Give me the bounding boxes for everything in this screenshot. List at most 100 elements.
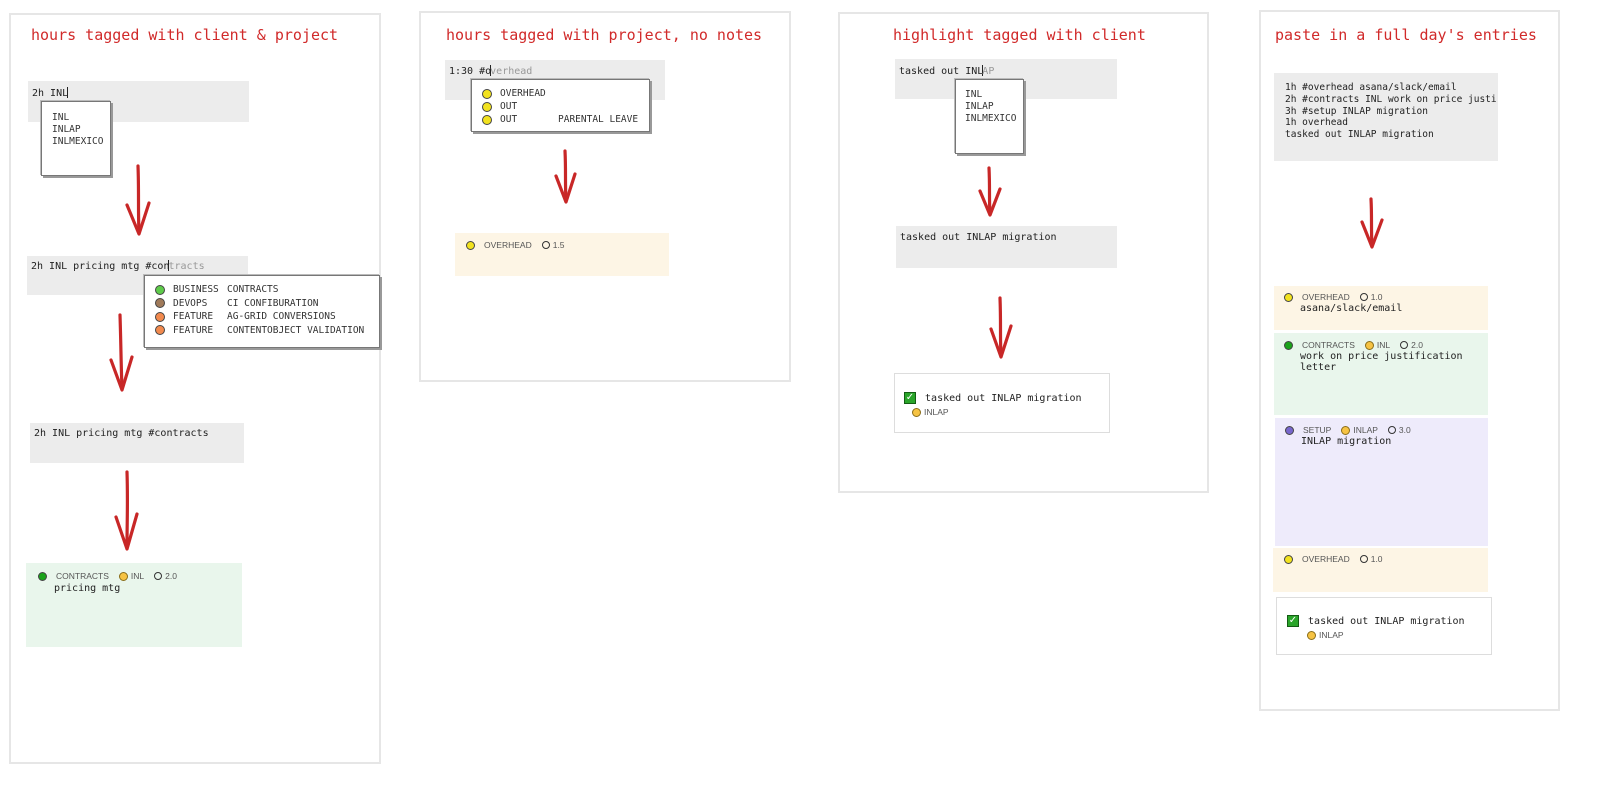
suggestion-label: AG-GRID CONVERSIONS [227,311,336,323]
panel-title: hours tagged with client & project [31,26,339,44]
project-color-dot [155,298,165,309]
smiley-icon [118,571,128,581]
text-caret [490,65,492,76]
typed-text: 2h INL [32,88,69,99]
time-entry-card[interactable]: OVERHEAD 1.0 asana/slack/email [1274,286,1488,330]
project-name: SETUP [1303,425,1332,435]
project-color-dot [482,114,492,125]
suggestion-item[interactable]: OUT PARENTAL LEAVE [482,113,649,126]
highlight-card[interactable]: ✓ tasked out INLAP migration INLAP [1276,597,1492,655]
suggestion-item[interactable]: INLMEXICO [52,135,110,147]
smiley-icon [1307,630,1316,640]
time-entry-card[interactable]: SETUP INLAP 3.0 INLAP migration [1275,418,1488,546]
suggestion-item[interactable]: FEATURE AG-GRID CONVERSIONS [155,310,379,324]
suggestion-item[interactable]: DEVOPS CI CONFIBURATION [155,297,379,311]
entry-meta: OVERHEAD 1.0 [1284,554,1488,564]
flow-arrow [978,166,1002,217]
checkbox-checked-icon[interactable]: ✓ [1287,615,1299,627]
highlight-text: tasked out INLAP migration [925,393,1082,404]
entry-note: INLAP migration [1301,436,1392,447]
checkbox-checked-icon[interactable]: ✓ [904,392,916,404]
typed-text: tasked out INLAP migration [900,232,1057,243]
suggestion-item[interactable]: INL [52,111,110,123]
highlight-card[interactable]: ✓ tasked out INLAP migration INLAP [894,373,1110,433]
project-color-dot [155,284,165,295]
project-color-dot [155,311,165,322]
project-name: CONTRACTS [56,571,109,581]
panel-title: paste in a full day's entries [1275,26,1537,44]
entry-note: work on price justification [1300,351,1463,362]
suggestion-item[interactable]: FEATURE CONTENTOBJECT VALIDATION [155,324,379,338]
clock-icon [541,241,550,249]
panel-title: highlight tagged with client [893,26,1146,44]
suggestion-category: FEATURE [173,324,214,336]
flow-arrow [109,313,134,392]
time-entry-card[interactable]: OVERHEAD 1.5 [455,233,669,276]
entry-meta: INLAP [912,407,1109,417]
entry-note: asana/slack/email [1300,303,1403,314]
ghost-completion: verhead [490,66,533,77]
duration: 1.5 [552,240,565,250]
text-caret [67,87,69,98]
entry-input[interactable]: 2h INL pricing mtg #contracts [30,423,244,463]
suggestion-item[interactable]: OUT [482,100,649,113]
suggestion-label: INLMEXICO [52,135,104,147]
client-name: INLAP [1353,425,1378,435]
suggestion-label: OUT [500,114,518,125]
suggestion-item[interactable]: OVERHEAD [482,87,649,100]
text-caret [982,65,984,76]
clock-icon [1359,293,1368,301]
flow-arrow [125,164,151,236]
suggestion-label: INLAP [965,100,994,112]
suggestion-item[interactable]: INL [965,88,1023,100]
paste-line: 1h overhead [1285,117,1348,129]
time-entry-card[interactable]: CONTRACTS INL 2.0 work on price justific… [1274,333,1488,415]
suggestion-item[interactable]: INLMEXICO [965,112,1023,124]
suggestion-label: CONTENTOBJECT VALIDATION [227,324,365,336]
suggestion-extra: PARENTAL LEAVE [558,114,639,125]
entry-meta: OVERHEAD 1.0 [1284,292,1488,302]
entry-note: pricing mtg [54,583,121,594]
suggestion-label: INL [965,88,983,100]
project-name: OVERHEAD [484,240,532,250]
suggestion-label: INLMEXICO [965,112,1017,124]
suggestion-label: OUT [500,101,518,112]
project-name: OVERHEAD [1302,292,1350,302]
suggestion-item[interactable]: INLAP [52,123,110,135]
time-entry-card[interactable]: OVERHEAD 1.0 [1273,548,1488,592]
duration: 2.0 [165,571,177,581]
client-name: INL [1376,340,1391,350]
entry-meta: INLAP [1307,630,1491,640]
client-name: INLAP [924,407,949,417]
paste-line: 3h #setup INLAP migration [1285,105,1428,117]
ghost-completion: AP [982,66,995,77]
typed-text: 2h INL pricing mtg #con [31,261,170,272]
ghost-completion: tracts [168,261,205,272]
suggestion-category: DEVOPS [173,297,208,309]
project-suggestions: OVERHEAD OUT OUT PARENTAL LEAVE [471,79,650,132]
text-caret [168,260,170,271]
entry-input[interactable]: tasked out INLAP migration [896,226,1117,268]
paste-input[interactable]: 1h #overhead asana/slack/email 2h #contr… [1274,73,1498,161]
entry-meta: OVERHEAD 1.5 [466,240,669,250]
entry-meta: CONTRACTS INL 2.0 [1284,340,1488,350]
suggestion-label: CI CONFIBURATION [227,297,319,309]
client-name: INLAP [1319,630,1344,640]
smiley-icon [1364,340,1374,350]
time-entry-card[interactable]: CONTRACTS INL 2.0 pricing mtg [26,563,242,647]
suggestion-category: FEATURE [173,311,214,323]
clock-icon [1400,341,1409,349]
suggestion-label: INL [52,111,70,123]
typed-text: 2h INL pricing mtg #contracts [34,428,209,439]
paste-line: 2h #contracts INL work on price justi [1285,93,1497,105]
flow-arrow [114,470,139,551]
clock-icon [154,572,163,580]
project-color-dot [1284,292,1293,302]
duration: 1.0 [1370,554,1383,564]
clock-icon [1387,426,1396,434]
suggestion-item[interactable]: INLAP [965,100,1023,112]
typed-text: tasked out INL [899,66,984,77]
project-color-dot [482,88,492,99]
